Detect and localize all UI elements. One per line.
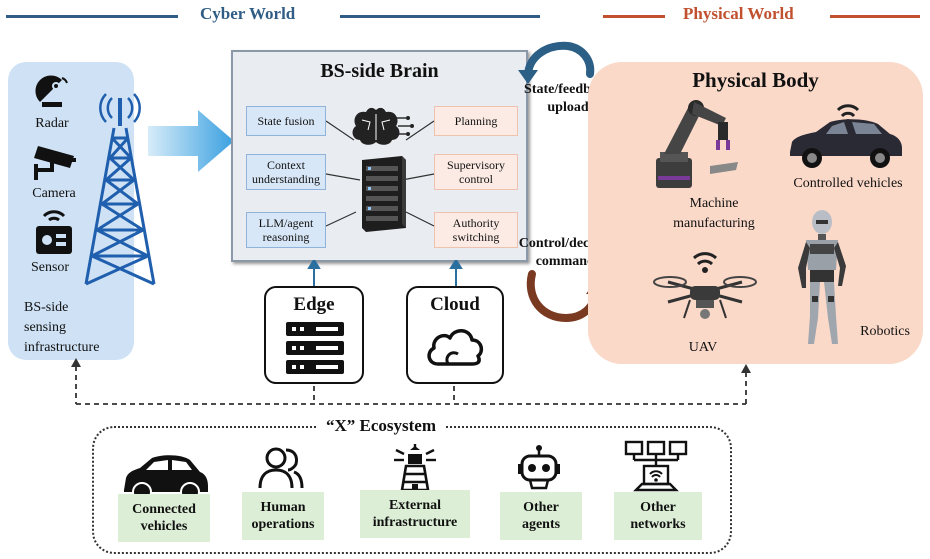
human-operations-icon [258,446,304,490]
physical-world-header: Physical World [683,4,794,23]
brain-box-authority-switching: Authority switching [434,212,518,248]
state-fusion-label: State fusion [257,114,315,128]
physical-header-line-right [830,15,920,18]
controlled-vehicles-label: Controlled vehicles [793,176,903,191]
upload-label-l2: upload [547,100,589,115]
eco-human-l2: operations [251,517,315,532]
sensing-to-brain-arrow [148,110,234,172]
camera-icon [30,138,80,182]
sensor-icon [34,208,74,256]
robotic-arm-icon [650,96,740,190]
ecosystem-title: “X” Ecosystem [318,416,445,436]
brain-icon [352,107,414,145]
eco-box-human-operations: Human operations [242,492,324,540]
authority-label-l1: Authority [452,216,500,230]
cloud-icon [424,324,486,368]
robotics-label: Robotics [860,324,910,339]
humanoid-robot-icon [796,208,848,348]
camera-label: Camera [32,186,76,201]
uav-label: UAV [688,340,718,355]
eco-connected-l1: Connected [132,502,196,517]
eco-networks-l1: Other [640,500,676,515]
cyber-header-line-left [6,15,178,18]
other-agents-icon [518,444,560,490]
cyber-header-line-right [340,15,540,18]
brain-box-planning: Planning [434,106,518,136]
cloud-box [406,286,504,384]
eco-agents-l2: agents [521,517,561,532]
other-networks-icon [624,440,688,492]
commands-label-l2: commands [535,254,601,269]
brain-title: BS-side Brain [320,60,439,82]
brain-box-state-fusion: State fusion [246,106,326,136]
machine-label-l1: Machine [689,196,739,211]
base-station-tower-icon [80,88,160,288]
eco-connected-l2: vehicles [140,519,188,534]
cloud-label: Cloud [430,294,480,315]
supervisory-label-l1: Supervisory [447,158,505,172]
eco-agents-l1: Other [523,500,559,515]
eco-external-l1: External [388,498,442,513]
eco-box-external-infrastructure: External infrastructure [360,490,470,538]
radar-label: Radar [35,116,69,131]
brain-box-context-understanding: Context understanding [246,154,326,190]
cyber-world-header: Cyber World [200,4,296,23]
physical-header-line-left [603,15,665,18]
brain-box-llm-agent-reasoning: LLM/agent reasoning [246,212,326,248]
context-label-l2: understanding [252,172,320,186]
supervisory-label-l2: control [459,172,493,186]
infra-label-line3: infrastructure [24,340,100,355]
external-infrastructure-icon [392,444,438,492]
physical-body-panel [588,62,923,364]
uav-icon [650,248,760,340]
authority-label-l2: switching [452,230,500,244]
infra-label-line2: sensing [24,320,66,335]
brain-box-supervisory-control: Supervisory control [434,154,518,190]
upload-loop-arrow [518,40,598,100]
context-label-l1: Context [267,158,305,172]
eco-networks-l2: networks [630,517,686,532]
edge-label: Edge [293,294,335,315]
controlled-vehicle-icon [786,96,906,176]
llm-label-l2: reasoning [262,230,310,244]
eco-box-other-agents: Other agents [500,492,582,540]
llm-label-l1: LLM/agent [258,216,314,230]
radar-icon [34,72,72,110]
ecosystem-dashed-connectors [60,358,760,410]
eco-box-connected-vehicles: Connected vehicles [118,494,210,542]
sensor-label: Sensor [30,260,70,275]
eco-box-other-networks: Other networks [614,492,702,540]
physical-body-title: Physical Body [692,68,819,92]
machine-label-l2: manufacturing [673,216,755,231]
planning-label: Planning [454,114,498,128]
eco-human-l1: Human [260,500,306,515]
edge-server-icon [286,322,344,374]
brain-center-graphic [326,100,436,250]
infra-label-line1: BS-side [24,300,69,315]
eco-external-l2: infrastructure [372,515,458,530]
server-rack-icon [362,156,406,232]
